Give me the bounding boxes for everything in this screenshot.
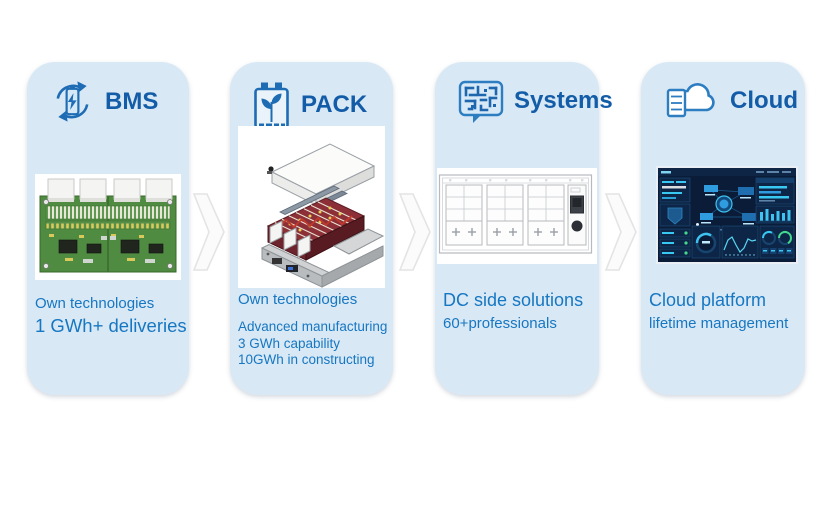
cloud-caption: Cloud platform lifetime management [649, 287, 803, 334]
battery-recycle-icon [49, 78, 96, 125]
eco-battery-icon [252, 78, 292, 132]
cloud-line-2: lifetime management [649, 315, 789, 332]
pack-line-3: 3 GWh capability [238, 335, 341, 351]
systems-line-2: 60+professionals [443, 315, 557, 332]
systems-caption: DC side solutions 60+professionals [443, 287, 597, 334]
bms-title: BMS [105, 87, 159, 115]
card-bms: BMS [27, 62, 189, 395]
systems-line-1: DC side solutions [443, 290, 584, 310]
chevron-right-icon [192, 192, 226, 272]
pack-caption: Own technologies Advanced manufacturing … [238, 289, 391, 369]
chevron-right-icon [604, 192, 638, 272]
cloud-platform-dashboard [656, 166, 798, 264]
bms-line-2: 1 GWh+ deliveries [35, 315, 187, 336]
chevron-right-icon [398, 192, 432, 272]
battery-pack-exploded-drawing [238, 126, 385, 288]
bms-header: BMS [49, 78, 158, 125]
card-pack: PACK [230, 62, 393, 395]
card-cloud: Cloud [641, 62, 805, 395]
pack-title: PACK [301, 91, 368, 118]
cloud-line-1: Cloud platform [649, 290, 767, 310]
systems-title: Systems [514, 87, 613, 114]
dc-container-drawing [437, 168, 597, 264]
circuit-maze-chat-icon [457, 78, 505, 124]
bms-line-1: Own technologies [35, 295, 155, 312]
systems-header: Systems [457, 78, 613, 124]
bms-caption: Own technologies 1 GWh+ deliveries [35, 293, 187, 338]
bms-circuit-board-photo [35, 174, 181, 280]
pack-line-1: Own technologies [238, 291, 358, 308]
pack-line-2: Advanced manufacturing [238, 319, 388, 334]
card-systems: Systems [435, 62, 613, 395]
cloud-title: Cloud [730, 87, 798, 114]
cloud-server-icon [663, 78, 721, 124]
pack-line-4: 10GWh in constructing [238, 352, 375, 367]
pack-header: PACK [252, 78, 367, 132]
cloud-header: Cloud [663, 78, 798, 124]
